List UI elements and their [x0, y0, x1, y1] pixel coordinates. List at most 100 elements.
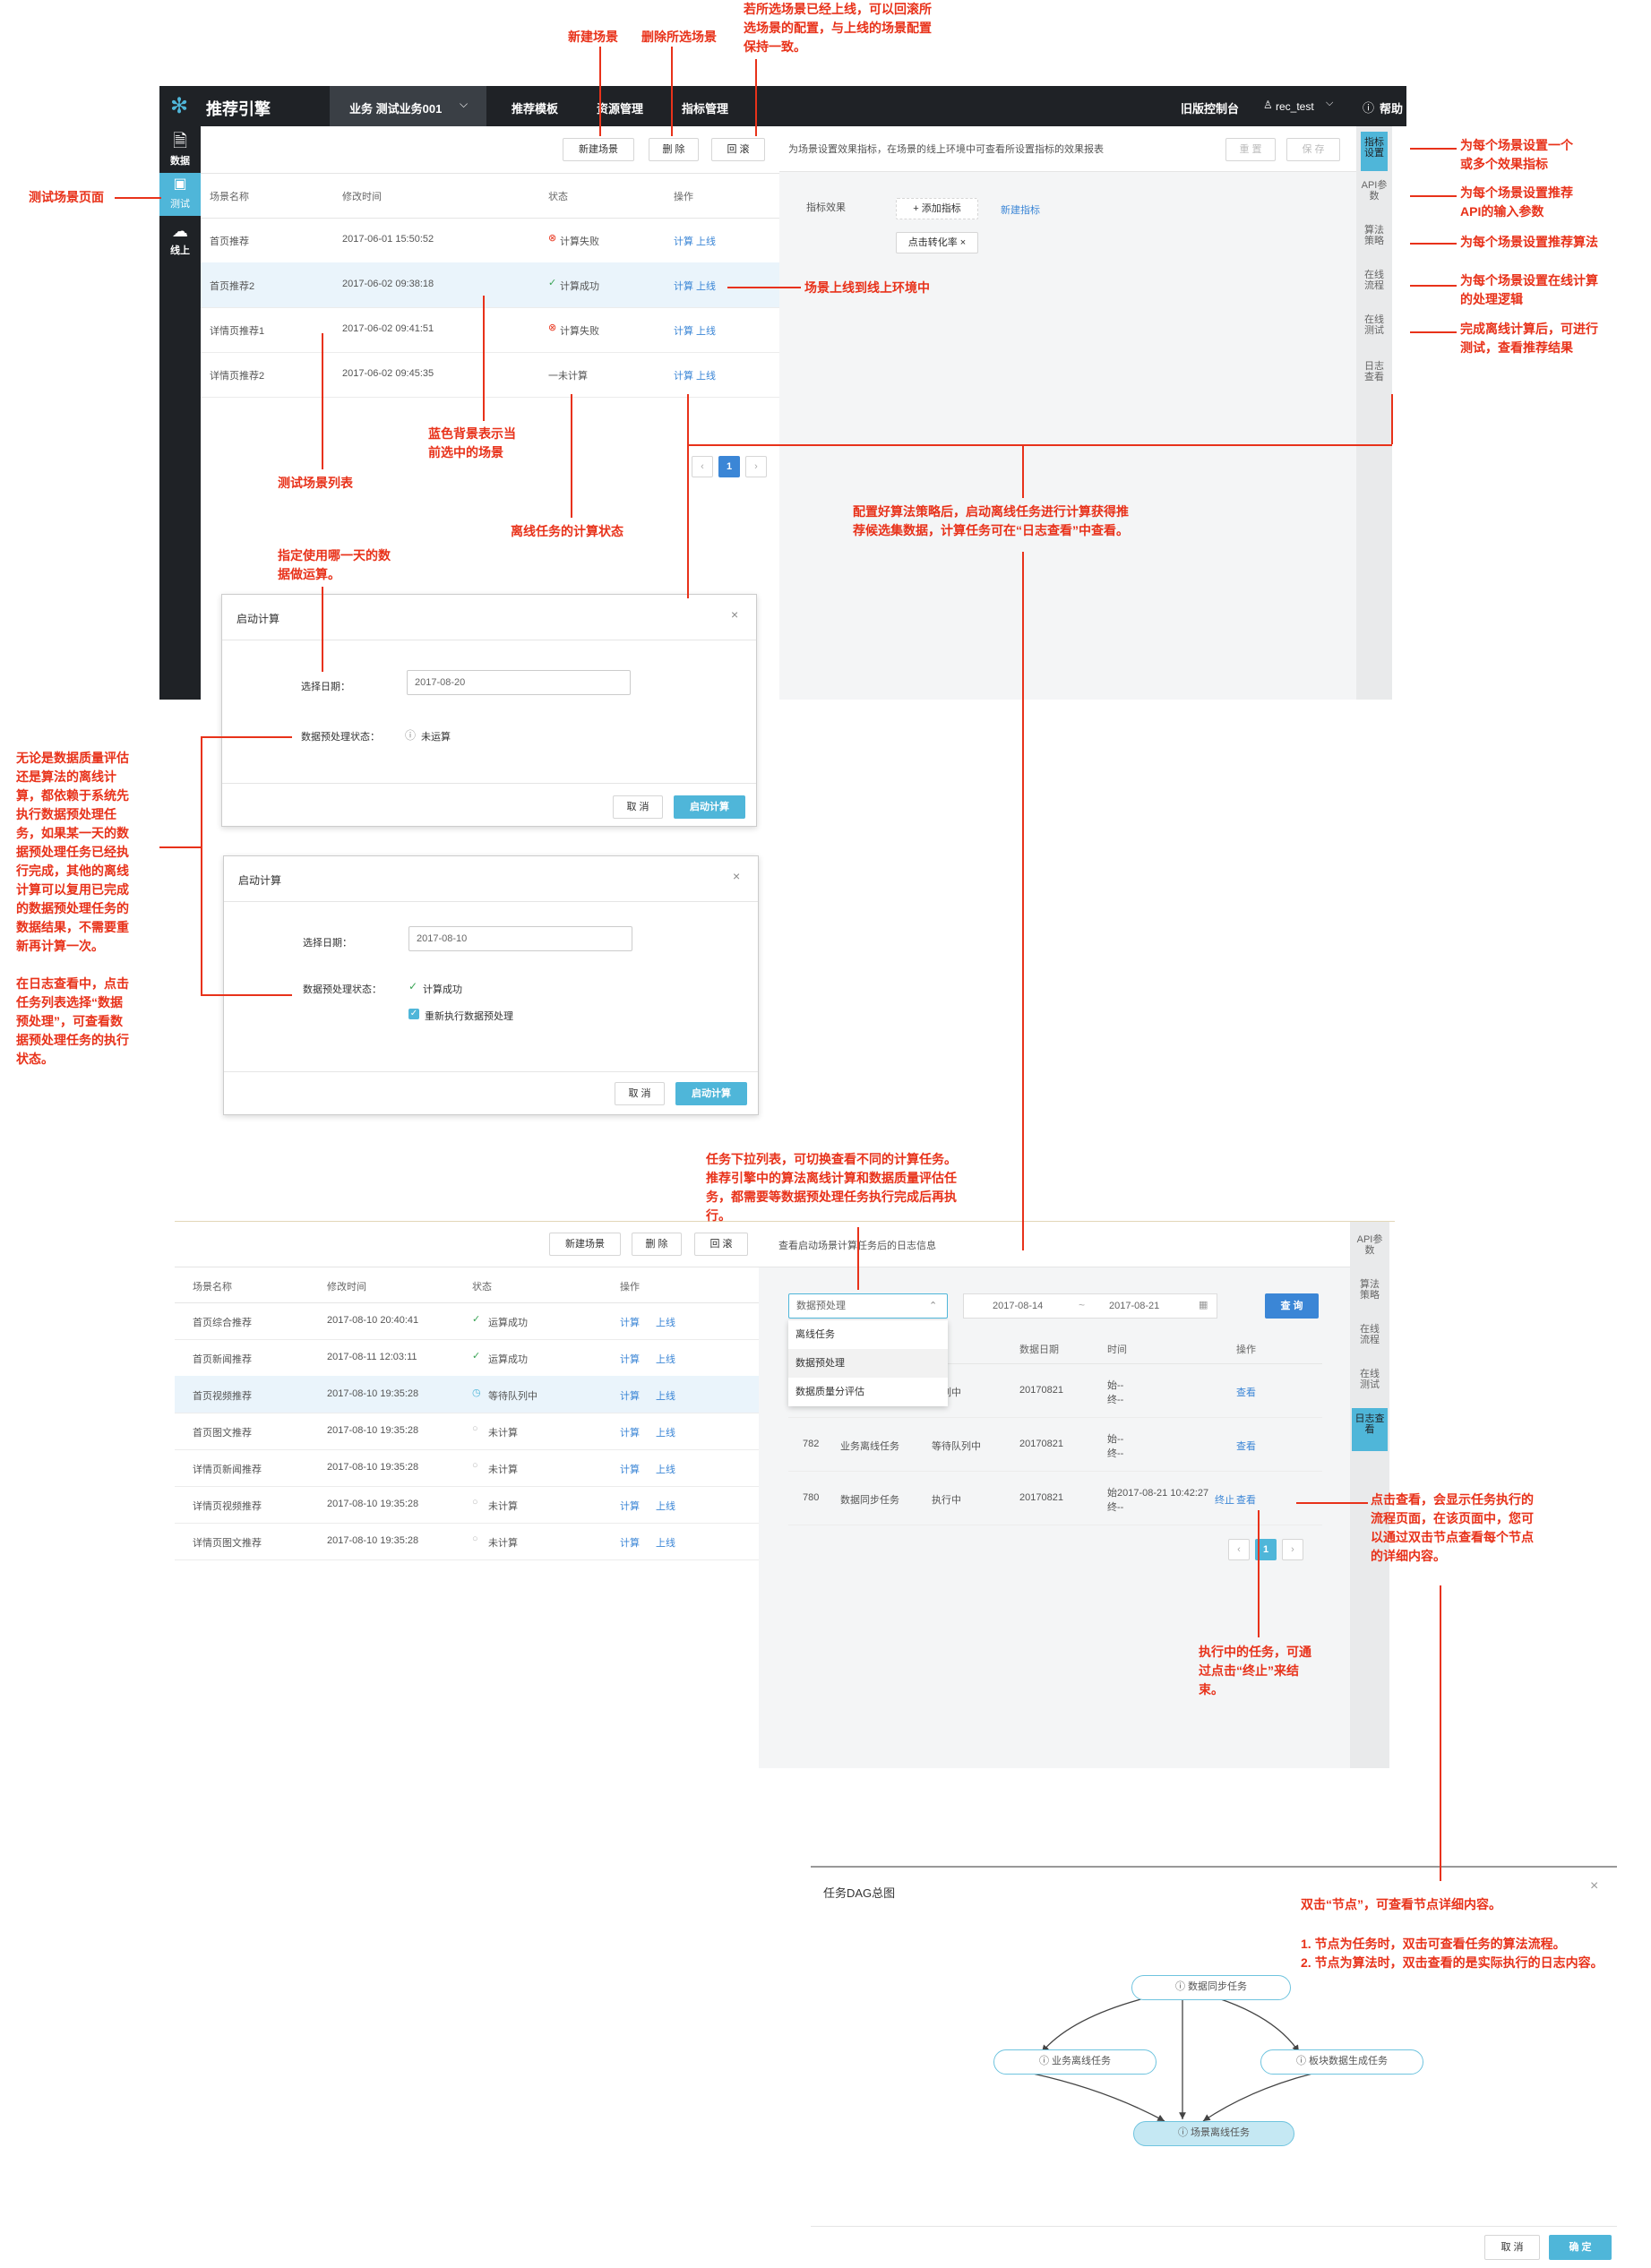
view-link[interactable]: 查看 — [1236, 1441, 1256, 1452]
close-icon[interactable]: × — [1590, 1878, 1599, 1894]
calc-link[interactable]: 计算 — [620, 1391, 640, 1402]
help-menu[interactable]: 帮助 — [1380, 102, 1404, 116]
page-1[interactable]: 1 — [718, 456, 740, 477]
view-link[interactable]: 查看 — [1236, 1387, 1256, 1398]
confirm-button[interactable]: 确 定 — [1549, 2235, 1612, 2260]
metric-tag[interactable]: 点击转化率 × — [896, 232, 978, 253]
rollback-button[interactable]: 回 滚 — [694, 1233, 748, 1256]
calc-link[interactable]: 计算 — [620, 1318, 640, 1328]
calc-link[interactable]: 计算 — [620, 1465, 640, 1475]
rerun-checkbox[interactable]: ✓ — [408, 1009, 419, 1019]
tab-algo-strategy[interactable]: 算法策略 — [1364, 225, 1384, 246]
sidebar-item-test[interactable]: ▣ 测试 — [159, 173, 201, 216]
online-link[interactable]: 上线 — [696, 326, 716, 337]
online-link[interactable]: 上线 — [656, 1391, 675, 1402]
table-row[interactable]: 首页推荐 2017-06-01 15:50:52 ⊗ 计算失败 计算 上线 — [201, 218, 779, 263]
tab-algo-strategy[interactable]: 算法策略 — [1360, 1279, 1380, 1301]
prev-page-button[interactable]: ‹ — [692, 456, 713, 477]
option-offline[interactable]: 离线任务 — [795, 1329, 835, 1340]
tab-log-view[interactable]: 日志查看 — [1364, 361, 1384, 382]
online-link[interactable]: 上线 — [696, 371, 716, 382]
start-calc-button[interactable]: 启动计算 — [675, 1082, 747, 1105]
new-scene-button[interactable]: 新建场景 — [549, 1233, 621, 1256]
date-input[interactable]: 2017-08-10 — [408, 926, 632, 951]
delete-button[interactable]: 删 除 — [649, 138, 699, 161]
biz-selector[interactable]: 业务 测试业务001 ⌵ — [330, 86, 486, 126]
table-row[interactable]: 780 数据同步任务 执行中 20170821 始2017-08-21 10:4… — [788, 1471, 1322, 1525]
save-button[interactable]: 保 存 — [1286, 138, 1340, 161]
new-scene-button[interactable]: 新建场景 — [563, 138, 634, 161]
calc-link[interactable]: 计算 — [620, 1501, 640, 1512]
tab-metric-settings[interactable]: 指标设置 — [1361, 132, 1388, 171]
dag-node-block-data[interactable]: ⓘ 板块数据生成任务 — [1260, 2049, 1423, 2075]
sidebar-item-data[interactable]: 🗎 数据 — [159, 130, 201, 170]
nav-recommend-template[interactable]: 推荐模板 — [512, 102, 559, 116]
prev-page-button[interactable]: ‹ — [1228, 1539, 1250, 1560]
date-range[interactable]: 2017-08-14 ~ 2017-08-21 ▦ — [963, 1293, 1217, 1319]
calc-link[interactable]: 计算 — [620, 1354, 640, 1365]
online-link[interactable]: 上线 — [656, 1428, 675, 1439]
tab-api-params[interactable]: API参数 — [1361, 180, 1388, 202]
terminate-link[interactable]: 终止 — [1215, 1495, 1234, 1506]
dag-node-scene-offline[interactable]: ⓘ 场景离线任务 — [1133, 2121, 1294, 2146]
delete-button[interactable]: 删 除 — [632, 1233, 682, 1256]
online-link[interactable]: 上线 — [656, 1354, 675, 1365]
start-calc-button[interactable]: 启动计算 — [674, 795, 745, 819]
cell-name: 首页综合推荐 — [193, 1318, 252, 1328]
nav-resource[interactable]: 资源管理 — [597, 102, 644, 116]
online-link[interactable]: 上线 — [656, 1318, 675, 1328]
table-row-selected[interactable]: 首页推荐2 2017-06-02 09:38:18 ✓ 计算成功 计算 上线 — [201, 262, 779, 308]
query-button[interactable]: 查 询 — [1265, 1293, 1319, 1319]
table-row[interactable]: 782 业务离线任务 等待队列中 20170821 始-- 终-- 查看 — [788, 1417, 1322, 1472]
cancel-button[interactable]: 取 消 — [613, 795, 663, 819]
tab-online-flow[interactable]: 在线流程 — [1360, 1324, 1380, 1345]
online-link[interactable]: 上线 — [656, 1538, 675, 1549]
old-console-link[interactable]: 旧版控制台 — [1181, 102, 1240, 116]
next-page-button[interactable]: › — [1282, 1539, 1303, 1560]
cancel-button[interactable]: 取 消 — [1484, 2235, 1540, 2260]
cancel-button[interactable]: 取 消 — [615, 1082, 665, 1105]
user-menu[interactable]: rec_test — [1276, 100, 1314, 113]
task-select[interactable]: 数据预处理 ⌃ — [788, 1293, 948, 1319]
option-quality[interactable]: 数据质量分评估 — [795, 1387, 864, 1397]
app-logo[interactable]: 推荐引擎 — [206, 100, 271, 118]
nav-metrics[interactable]: 指标管理 — [682, 102, 729, 116]
tab-online-test[interactable]: 在线测试 — [1364, 314, 1384, 336]
close-icon[interactable]: × — [731, 607, 739, 622]
online-link[interactable]: 上线 — [696, 281, 716, 292]
online-link[interactable]: 上线 — [656, 1501, 675, 1512]
table-row[interactable]: 详情页推荐2 2017-06-02 09:45:35 一未计算 计算 上线 — [201, 352, 779, 398]
tab-log-view[interactable]: 日志查看 — [1352, 1408, 1388, 1451]
calc-link[interactable]: 计算 — [674, 236, 693, 247]
calc-link[interactable]: 计算 — [674, 371, 693, 382]
dag-node-biz-offline[interactable]: ⓘ 业务离线任务 — [993, 2049, 1157, 2075]
close-icon[interactable]: × — [733, 869, 741, 883]
calc-link[interactable]: 计算 — [674, 326, 693, 337]
tab-online-test[interactable]: 在线测试 — [1360, 1369, 1380, 1390]
table-row[interactable]: 详情页推荐1 2017-06-02 09:41:51 ⊗ 计算失败 计算 上线 — [201, 307, 779, 353]
date-input[interactable]: 2017-08-20 — [407, 670, 631, 695]
view-link[interactable]: 查看 — [1236, 1495, 1256, 1506]
add-metric-button[interactable]: + 添加指标 — [896, 198, 978, 219]
option-preprocess[interactable]: 数据预处理 — [788, 1349, 948, 1378]
calc-link[interactable]: 计算 — [620, 1428, 640, 1439]
reset-button[interactable]: 重 置 — [1225, 138, 1276, 161]
next-page-button[interactable]: › — [745, 456, 767, 477]
sidebar-item-online[interactable]: ☁ 线上 — [159, 219, 201, 260]
tab-api-params[interactable]: API参数 — [1356, 1234, 1383, 1256]
new-metric-link[interactable]: 新建指标 — [1001, 205, 1040, 216]
rollback-button[interactable]: 回 滚 — [711, 138, 765, 161]
calc-link[interactable]: 计算 — [620, 1538, 640, 1549]
calc-link[interactable]: 计算 — [674, 281, 693, 292]
online-link[interactable]: 上线 — [656, 1465, 675, 1475]
dag-node-sync[interactable]: ⓘ 数据同步任务 — [1131, 1975, 1291, 2000]
tab-online-flow[interactable]: 在线流程 — [1364, 270, 1384, 291]
online-link[interactable]: 上线 — [696, 236, 716, 247]
